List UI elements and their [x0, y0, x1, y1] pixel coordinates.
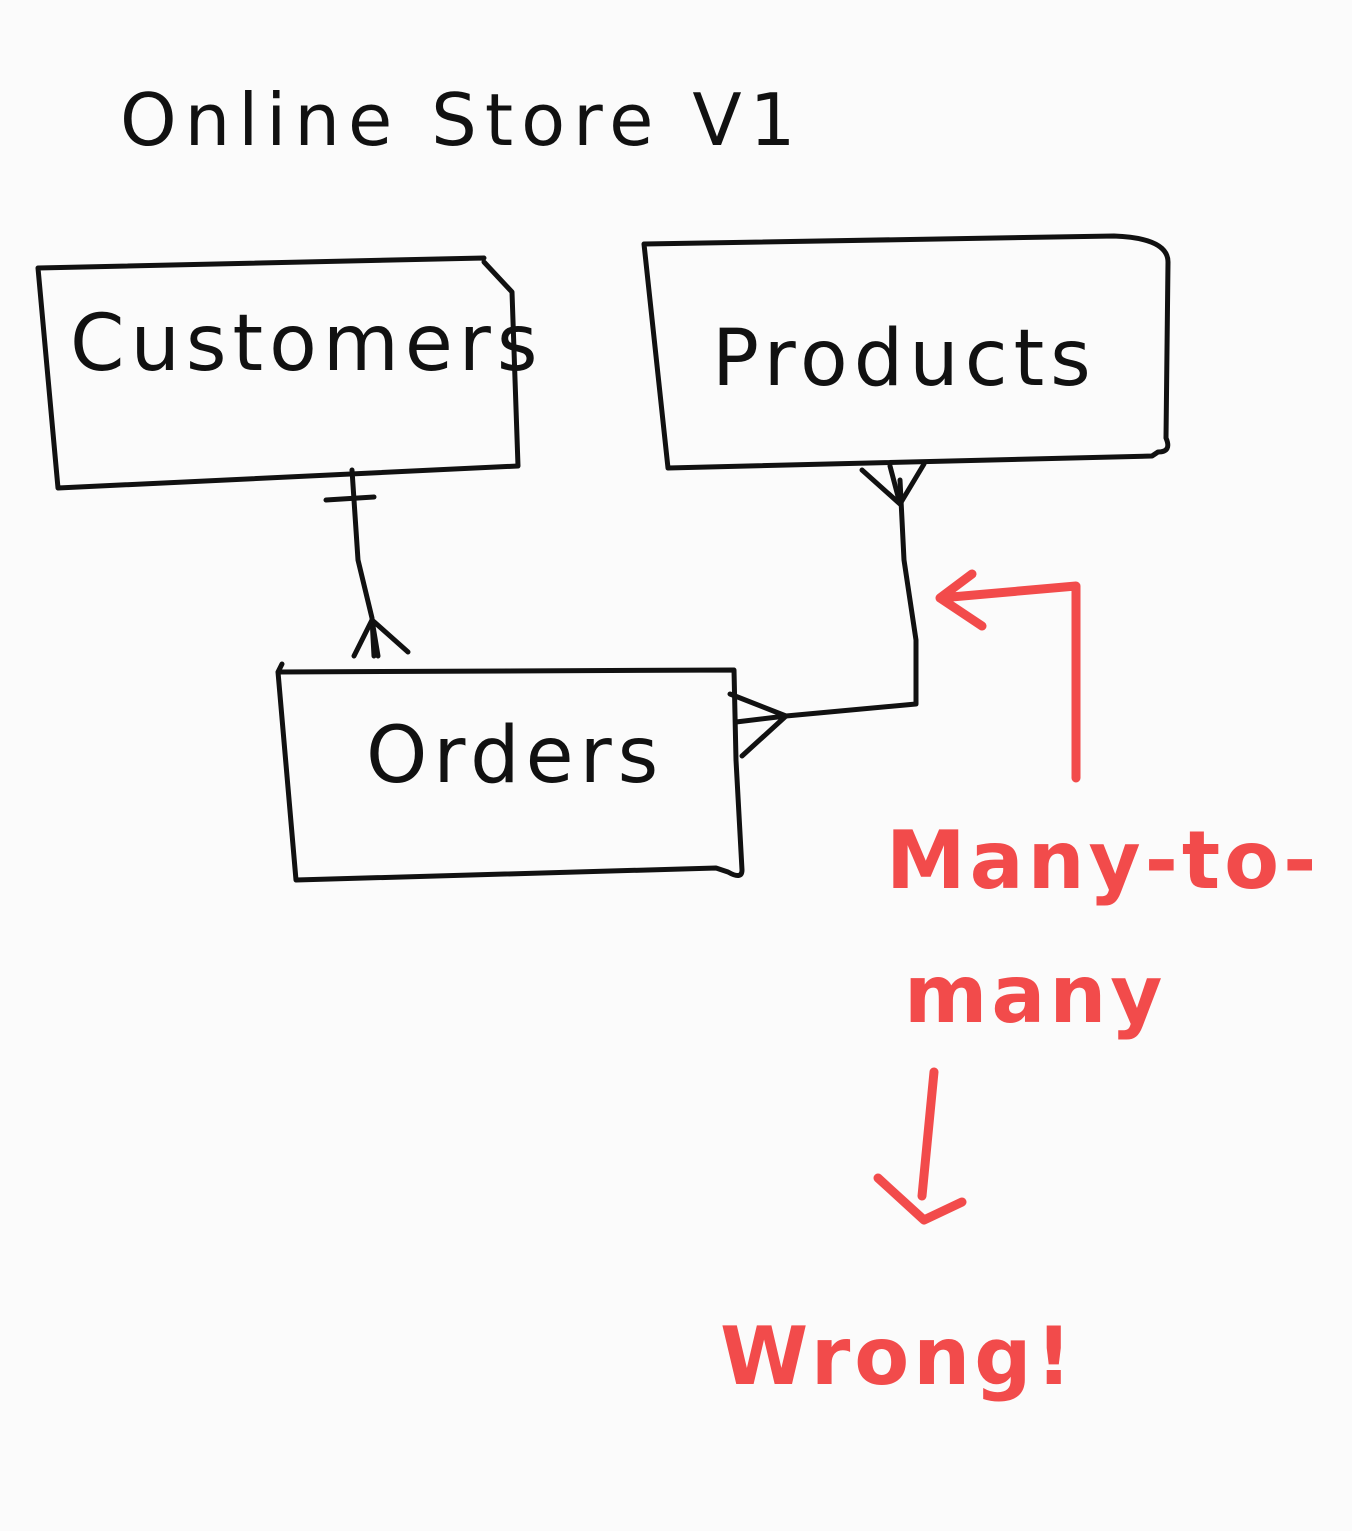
relationship-products-orders	[727, 461, 927, 759]
diagram-title: Online Store V1	[120, 78, 803, 162]
relationship-customers-orders	[323, 467, 411, 659]
annotation-arrow-to-relationship	[935, 569, 1081, 783]
annotation-verdict: Wrong!	[720, 1310, 1076, 1403]
entity-products-label: Products	[712, 314, 1097, 404]
entity-orders-label: Orders	[366, 711, 664, 801]
annotation-many-to-label: Many-to-	[886, 814, 1320, 907]
annotation: Many-to- many Wrong!	[720, 569, 1320, 1403]
entity-products: Products	[641, 233, 1171, 471]
crowfoot-many-marker-orders	[727, 691, 789, 759]
entity-orders-box	[275, 661, 745, 883]
entity-products-box	[641, 233, 1171, 471]
entity-customers-label: Customers	[70, 299, 544, 389]
relationship-line-products-orders	[783, 477, 919, 719]
crowfoot-many-marker	[351, 617, 411, 659]
entity-orders: Orders	[275, 661, 745, 883]
annotation-arrow-down	[873, 1067, 967, 1225]
annotation-many-label: many	[904, 948, 1166, 1041]
crowfoot-many-marker-products	[859, 461, 927, 507]
entity-customers-box	[35, 255, 521, 491]
entity-customers: Customers	[35, 255, 544, 491]
one-marker	[323, 494, 377, 503]
